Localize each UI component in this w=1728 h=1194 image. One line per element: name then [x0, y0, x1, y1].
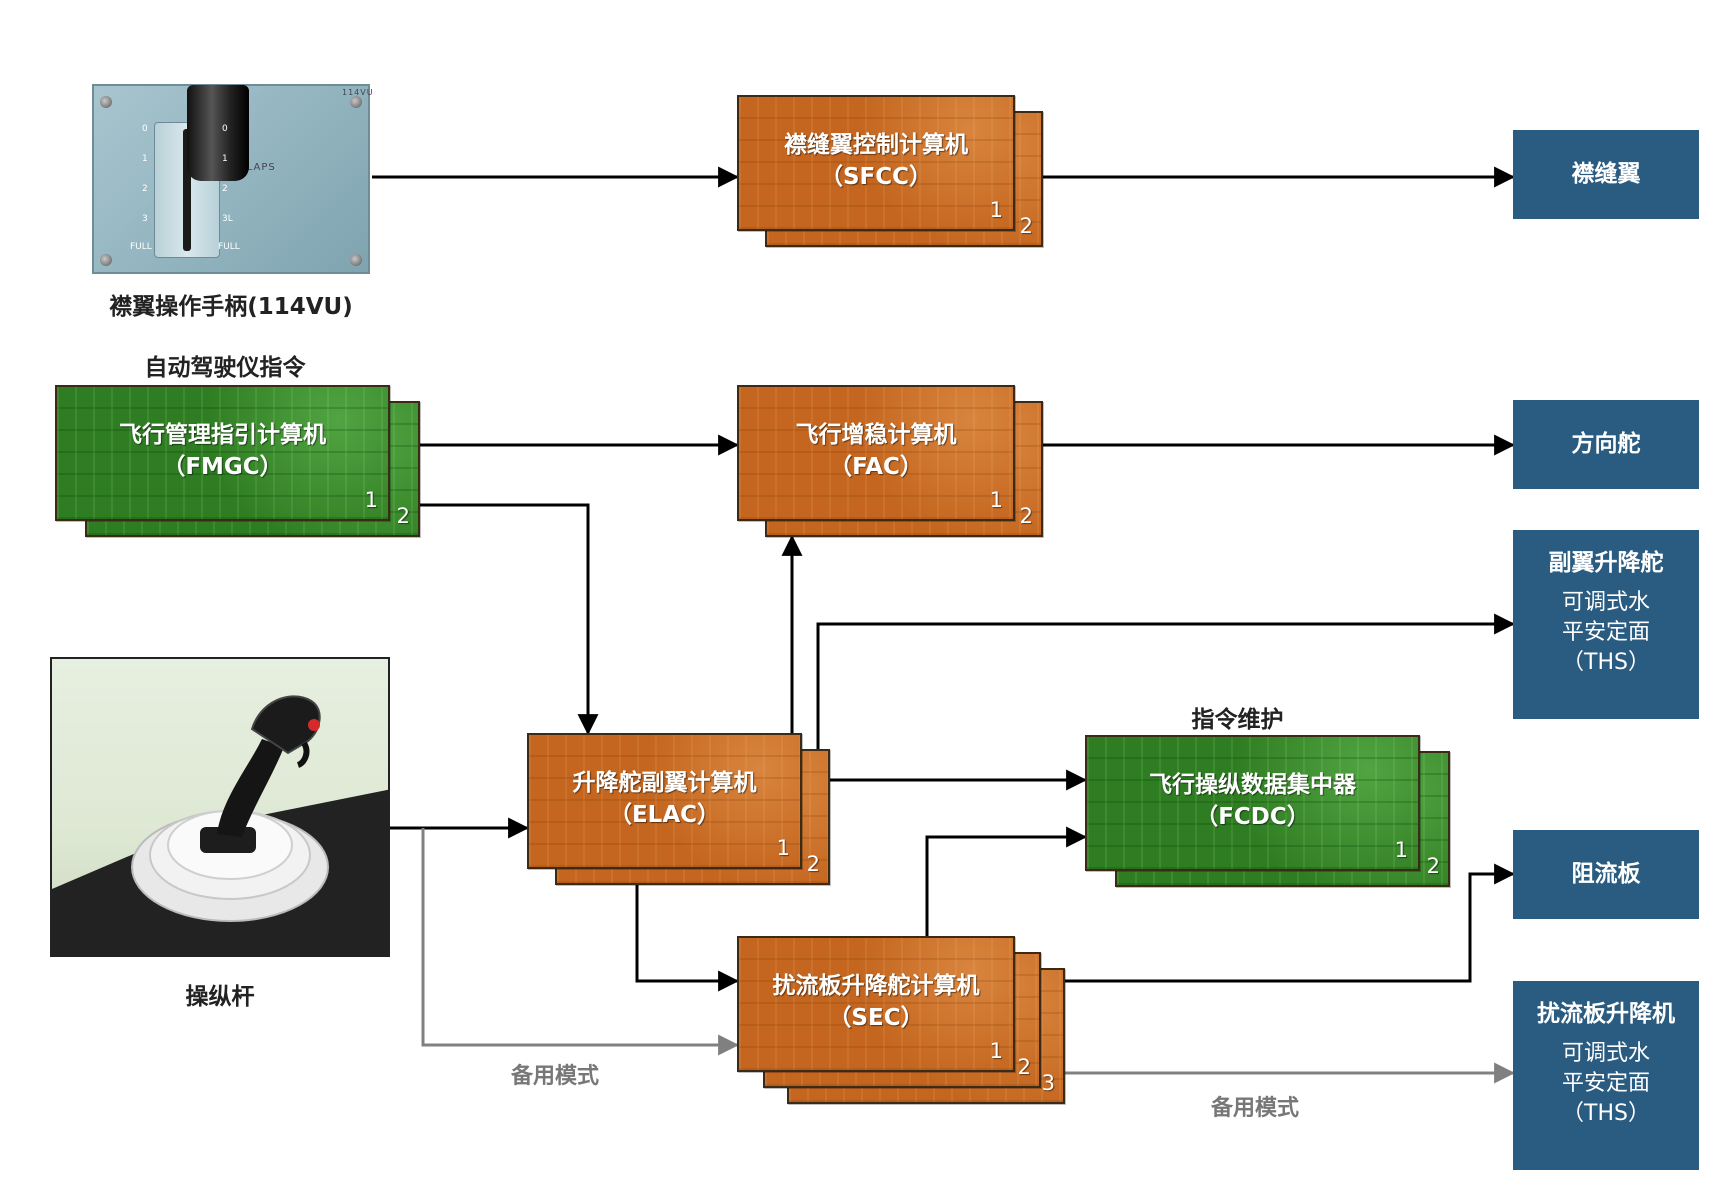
elac-code: （ELAC）: [608, 802, 721, 828]
sec-code: （SEC）: [828, 1005, 924, 1031]
ths-line: （THS）: [1562, 650, 1650, 675]
arrow-sec-to-spoilers: [1065, 863, 1516, 983]
arrow-backup-stick-to-sec: [421, 828, 740, 1056]
spoiler-elevator-title: 扰流板升降机: [1537, 1001, 1675, 1027]
fmgc-stack: 2 飞行管理指引计算机 （FMGC） 1: [55, 385, 420, 537]
fac-code: （FAC）: [829, 454, 923, 480]
flap-lever-groove: [183, 129, 191, 251]
screw-icon: [350, 96, 362, 108]
sfcc-stack: 2 襟缝翼控制计算机 （SFCC） 1: [737, 95, 1043, 247]
elac-name: 升降舵副翼计算机: [572, 770, 757, 796]
elac-card-1: 升降舵副翼计算机 （ELAC） 1: [527, 733, 802, 869]
arrow-sec-to-fcdc: [925, 826, 1088, 940]
backup-mode-label: 备用模式: [1210, 1096, 1299, 1121]
ths-line: 可调式水: [1561, 1041, 1650, 1066]
spoilers-title: 阻流板: [1571, 861, 1641, 887]
elac-stack: 2 升降舵副翼计算机 （ELAC） 1: [527, 733, 830, 885]
unit-number: 1: [989, 1039, 1003, 1063]
spoilers-box: 阻流板: [1513, 830, 1699, 919]
flap-detent-label: 1: [142, 154, 148, 164]
arrow-elac-to-sec: [635, 885, 740, 992]
fac-stack: 2 飞行增稳计算机 （FAC） 1: [737, 385, 1043, 537]
screw-icon: [100, 254, 112, 266]
flap-lever-knob: [187, 85, 249, 181]
fmgc-card-1: 飞行管理指引计算机 （FMGC） 1: [55, 385, 390, 521]
unit-number: 1: [989, 198, 1003, 222]
unit-number: 1: [989, 488, 1003, 512]
flap-detent-label: 0: [142, 124, 148, 134]
flap-detent-label: FULL: [218, 242, 240, 252]
unit-number: 2: [1019, 504, 1033, 528]
unit-number: 1: [1394, 838, 1408, 862]
command-maintenance-label: 指令维护: [1191, 707, 1284, 733]
rudder-box: 方向舵: [1513, 400, 1699, 489]
flap-detent-label: 3L: [222, 214, 233, 224]
fac-name: 飞行增稳计算机: [795, 422, 957, 448]
flap-detent-label: 1: [222, 154, 228, 164]
unit-number: 2: [1426, 854, 1440, 878]
arrow-elac-to-aileron: [816, 613, 1516, 750]
ths-line: （THS）: [1562, 1101, 1650, 1126]
unit-number: 2: [1017, 1055, 1031, 1079]
joystick-icon: [52, 695, 388, 955]
unit-number: 3: [1041, 1071, 1055, 1095]
sec-card-1: 扰流板升降舵计算机 （SEC） 1: [737, 936, 1015, 1072]
arrow-fmgc-to-elac: [420, 503, 599, 736]
fcdc-card-1: 飞行操纵数据集中器 （FCDC） 1: [1085, 735, 1420, 871]
sfcc-card-1: 襟缝翼控制计算机 （SFCC） 1: [737, 95, 1015, 231]
flap-lever-panel: 114VU FLAPS 0 1 2 3 FULL 0 1 2 3L FULL: [92, 84, 373, 274]
unit-number: 2: [806, 852, 820, 876]
panel-tag: 114VU: [342, 88, 374, 97]
sec-stack: 3 2 扰流板升降舵计算机 （SEC） 1: [737, 936, 1065, 1104]
unit-number: 2: [1019, 214, 1033, 238]
unit-number: 2: [396, 504, 410, 528]
spoiler-elevator-box: 扰流板升降机 可调式水 平安定面 （THS）: [1513, 981, 1699, 1170]
aileron-elevator-box: 副翼升降舵 可调式水 平安定面 （THS）: [1513, 530, 1699, 719]
ths-line: 平安定面: [1561, 620, 1650, 645]
sfcc-name: 襟缝翼控制计算机: [784, 132, 968, 158]
flap-detent-label: 2: [142, 184, 148, 194]
ths-line: 可调式水: [1561, 590, 1650, 615]
fcdc-stack: 2 飞行操纵数据集中器 （FCDC） 1: [1085, 735, 1450, 887]
fmgc-name: 飞行管理指引计算机: [119, 422, 326, 448]
sec-name: 扰流板升降舵计算机: [772, 973, 980, 999]
screw-icon: [350, 254, 362, 266]
ths-line: 平安定面: [1561, 1071, 1650, 1096]
joystick-photo: [50, 657, 390, 957]
backup-mode-label: 备用模式: [510, 1064, 599, 1089]
aileron-elevator-title: 副翼升降舵: [1548, 550, 1664, 576]
slats-flaps-box: 襟缝翼: [1513, 130, 1699, 219]
joystick-caption: 操纵杆: [185, 984, 255, 1010]
flap-detent-label: 0: [222, 124, 228, 134]
flap-detent-label: 2: [222, 184, 228, 194]
flaps-label: FLAPS: [240, 162, 276, 173]
unit-number: 1: [364, 488, 378, 512]
unit-number: 1: [776, 836, 790, 860]
fcdc-name: 飞行操纵数据集中器: [1149, 772, 1356, 798]
fcdc-code: （FCDC）: [1195, 804, 1310, 830]
autopilot-commands-label: 自动驾驶仪指令: [144, 355, 306, 381]
screw-icon: [100, 96, 112, 108]
slats-flaps-title: 襟缝翼: [1571, 161, 1641, 187]
flap-detent-label: 3: [142, 214, 148, 224]
flap-detent-label: FULL: [130, 242, 152, 252]
rudder-title: 方向舵: [1571, 431, 1641, 457]
sfcc-code: （SFCC）: [819, 164, 933, 190]
fac-card-1: 飞行增稳计算机 （FAC） 1: [737, 385, 1015, 521]
fmgc-code: （FMGC）: [162, 454, 283, 480]
flap-lever-slot: [154, 85, 249, 258]
flap-lever-caption: 襟翼操作手柄(114VU): [109, 294, 353, 320]
